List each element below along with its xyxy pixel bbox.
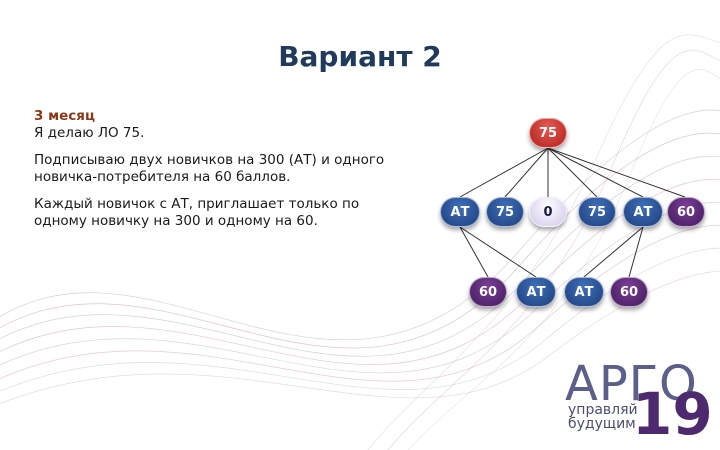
edge-l1-l2-0: [459, 226, 489, 278]
tree-level1-node-6: 60: [667, 197, 705, 227]
argo-logo-tagline: управляй будущим: [568, 403, 638, 431]
tree-level2-node-4: 60: [610, 277, 648, 307]
tree-level2-node-3: АТ: [564, 277, 604, 307]
edge-root-l1-1: [504, 147, 549, 198]
edge-l1-l2-2: [583, 226, 644, 278]
tree-level2-node-1: 60: [469, 277, 507, 307]
edge-root-l1-3: [547, 147, 598, 198]
explanation-text: 3 месяц Я делаю ЛО 75. Подписываю двух н…: [34, 108, 394, 240]
paragraph-1: 3 месяц Я делаю ЛО 75.: [34, 108, 394, 142]
edge-l1-l2-1: [459, 226, 537, 278]
tagline-line-2: будущим: [568, 416, 636, 432]
tree-level1-node-4: 75: [578, 197, 616, 227]
tree-level1-node-5: АТ: [623, 197, 663, 227]
edge-root-l1-4: [547, 147, 644, 198]
paragraph-3: Каждый новичок с АТ, приглашает только п…: [34, 196, 360, 229]
argo-logo-number: 19: [632, 380, 713, 448]
edge-root-l1-5: [547, 147, 686, 198]
edge-l1-l2-3: [628, 226, 644, 278]
tree-level1-node-2: 75: [486, 197, 524, 227]
tagline-line-1: управляй: [568, 402, 638, 418]
argo-logo-text: АРГО: [565, 356, 698, 412]
month-label: 3 месяц: [34, 108, 95, 124]
tree-root-node: 75: [529, 118, 567, 148]
paragraph-2: Подписываю двух новичков на 300 (АТ) и о…: [34, 152, 385, 185]
tree-level2-node-2: АТ: [516, 277, 556, 307]
tree-level1-node-3: 0: [529, 197, 567, 227]
lo-statement: Я делаю ЛО 75.: [34, 125, 145, 141]
tree-level1-node-1: АТ: [440, 197, 480, 227]
slide-title: Вариант 2: [278, 40, 442, 73]
edge-root-l1-0: [459, 147, 549, 198]
